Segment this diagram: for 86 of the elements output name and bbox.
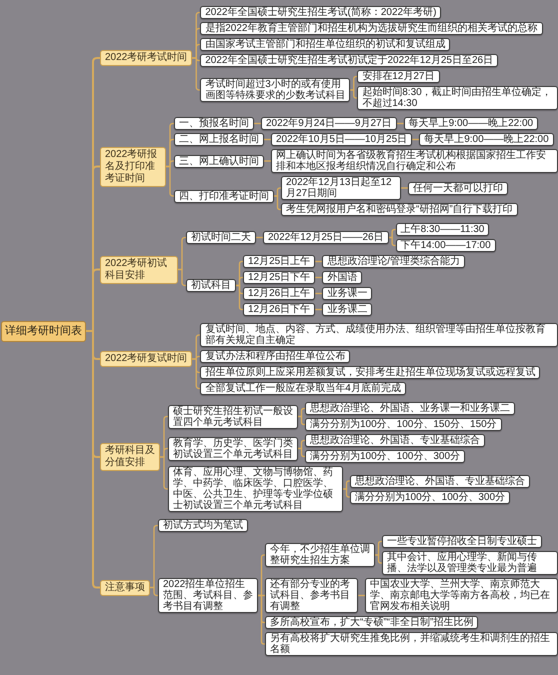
subtopic: 教育学、历史学、医学门类初试设置三个单元考试科目 xyxy=(168,436,298,460)
subtopic: 另有高校将扩大研究生推免比例，并缩减统考生和调剂生的招生名额 xyxy=(265,632,558,656)
connector-line xyxy=(343,480,350,490)
subtopic: 多所高校宣布，扩大“专硕”“非全日制”招生比例 xyxy=(265,616,478,629)
subtopic: 业务课一 xyxy=(322,287,372,300)
subtopic: 一些专业暂停招收全日制专业硕士 xyxy=(382,535,542,548)
connector-line xyxy=(86,330,100,588)
main-branch-topic: 2022考研初试科目安排 xyxy=(100,256,178,284)
subtopic: 2022年10月5日——10月25日 xyxy=(271,133,412,146)
connector-line xyxy=(298,448,305,458)
main-branch-topic: 2022考研报名及打印准考证时间 xyxy=(100,146,166,186)
connector-line xyxy=(350,76,358,91)
subtopic: 今年，不少招生单位调整研究生招生方案 xyxy=(265,543,375,567)
subtopic: 由国家考试主管部门和招生单位组织的初试和复试组成 xyxy=(200,38,450,51)
subtopic: 初试时间二天 xyxy=(186,231,256,244)
subtopic: 考试时间超过3小时的或有使用画图等特殊要求的少数考试科目 xyxy=(200,78,350,102)
subtopic: 一、预报名时间 xyxy=(174,117,254,130)
main-branch-topic: 2022考研考试时间 xyxy=(100,50,192,66)
connector-line xyxy=(343,488,350,498)
main-branch-topic: 考研科目及分值安排 xyxy=(100,443,160,471)
subtopic: 满分分别为100分、100分、300分 xyxy=(305,450,466,463)
connector-line xyxy=(192,358,200,390)
subtopic: 体育、应用心理、文物与博物馆、药学、中药学、临床医学、口腔医学、中医、公共卫生、护理等专业学位硕士初试设置三个单元考试科目 xyxy=(168,466,343,512)
subtopic: 2022年全国硕士研究生招生考试(简称：2022年考研) xyxy=(200,6,442,19)
connector-line xyxy=(375,540,382,556)
subtopic: 2022年全国硕士研究生招生考试初试定于2022年12月25日至26日 xyxy=(200,54,498,67)
subtopic: 是指2022年教育主管部门和招生机构为选拔研究生而组织的相关考试的总称 xyxy=(200,22,542,35)
main-branch-topic: 2022考研复试时间 xyxy=(100,351,192,367)
connector-line xyxy=(258,554,266,596)
subtopic: 任何一天都可以打印 xyxy=(408,182,508,194)
subtopic: 起始时间8:30，截止时间由招生单位确定，不超过14:30 xyxy=(357,86,558,110)
main-branch-topic: 注意事项 xyxy=(100,580,150,596)
connector-line xyxy=(274,187,281,197)
connector-line xyxy=(236,276,243,286)
subtopic: 2022年12月13日起至12月27日期间 xyxy=(281,176,401,200)
subtopic: 复试办法和程序由招生单位公布 xyxy=(200,350,350,363)
subtopic: 上午8:30——11:30 xyxy=(396,223,490,236)
subtopic: 复试时间、地点、内容、方式、成绩使用办法、组织管理等由招生单位按教育部有关规定自主确定 xyxy=(200,323,558,347)
subtopic: 硕士研究生招生初试一般设置四个单元考试科目 xyxy=(168,404,298,428)
connector-line xyxy=(236,284,243,310)
subtopic: 四、打印准考证时间 xyxy=(174,190,274,202)
subtopic: 中国农业大学、兰州大学、南京师范大学、南京邮电大学等南方各高校，均已在官网发布相关说明 xyxy=(365,578,558,613)
connector-line xyxy=(192,57,200,91)
connector-line xyxy=(274,195,281,210)
subtopic: 初试科目 xyxy=(186,279,236,292)
connector-line xyxy=(298,416,305,426)
connector-line xyxy=(388,228,396,238)
subtopic: 每天早上9:00——晚上22:00 xyxy=(404,117,538,130)
subtopic: 2022年12月25日——26日 xyxy=(263,231,389,244)
subtopic: 12月26日下午 xyxy=(243,303,316,316)
connector-line xyxy=(160,456,168,490)
connector-line xyxy=(375,554,382,564)
subtopic: 思想政治理论、外国语、业务课一和业务课二 xyxy=(305,402,515,415)
connector-line xyxy=(388,236,396,246)
subtopic: 网上确认时间为各省级教育招生考试机构根据国家招生工作安排和本地区报考组织情况自行确定和公布 xyxy=(271,149,558,173)
subtopic: 三、网上确认时间 xyxy=(174,154,264,168)
subtopic: 其中会计、应用心理学、新闻与传播、法学以及管理类专业最为普遍 xyxy=(382,551,558,575)
subtopic: 二、网上报名时间 xyxy=(174,133,264,146)
connector-line xyxy=(350,89,358,99)
subtopic: 全部复试工作一般应在录取当年4月底前完成 xyxy=(200,382,406,395)
connector-line xyxy=(258,594,266,645)
subtopic: 满分分别为100分、100分、300分 xyxy=(350,490,510,504)
subtopic: 安排在12月27日 xyxy=(357,70,440,83)
subtopic: 初试方式均为笔试 xyxy=(158,519,248,532)
subtopic: 下午14:00——17:00 xyxy=(396,239,496,252)
subtopic: 业务课二 xyxy=(322,303,372,316)
connector-line xyxy=(150,586,158,596)
subtopic: 思想政治理论、外国语、专业基础综合 xyxy=(350,474,530,488)
connector-line xyxy=(298,408,305,418)
central-topic: 详细考研时间表 xyxy=(1,320,86,342)
connector-line xyxy=(298,440,305,450)
connector-line xyxy=(166,166,174,197)
subtopic: 考生凭网报用户名和密码登录“研招网”自行下载打印 xyxy=(281,203,518,216)
subtopic: 12月25日下午 xyxy=(243,271,316,284)
subtopic: 12月26日上午 xyxy=(243,287,316,300)
subtopic: 还有部分专业的考试科目、参考书目有调整 xyxy=(265,578,358,613)
subtopic: 思想政治理论、外国语、专业基础综合 xyxy=(305,434,485,447)
subtopic: 每天早上9:00——晚上22:00 xyxy=(419,133,554,146)
subtopic: 外国语 xyxy=(322,271,362,284)
subtopic: 2022年9月24日——9月27日 xyxy=(261,117,397,130)
subtopic: 2022招生单位招生范围、考试科目、参考书目有调整 xyxy=(158,578,258,613)
subtopic: 12月25日上午 xyxy=(243,255,316,268)
connector-line xyxy=(178,268,186,286)
subtopic: 思想政治理论/管理类综合能力 xyxy=(322,255,466,268)
subtopic: 招生单位原则上应采用差额复试，安排考生赴招生单位现场复试或远程复试 xyxy=(200,366,540,379)
subtopic: 满分分别为100分、100分、150分、150分 xyxy=(305,418,502,431)
